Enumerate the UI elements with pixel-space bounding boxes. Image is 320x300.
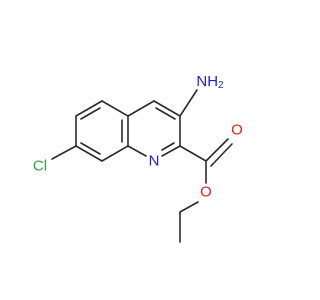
- bond-c4-c3: [153, 100, 181, 117]
- ring-nitrogen-label: N: [149, 153, 160, 170]
- bond-n1-c8a: [127, 145, 147, 157]
- chemical-structure-diagram: NH2 N Cl O O: [33, 73, 243, 243]
- bond-c7-cl: [51, 145, 77, 160]
- bond-c4a-c4: [127, 100, 155, 117]
- bond-c3-amine: [179, 89, 198, 117]
- bond-c7-c8-inner: [80, 142, 101, 155]
- bond-c7-c8: [75, 145, 103, 162]
- bond-c4-c3-inner: [155, 107, 176, 120]
- amine-label: NH2: [196, 73, 224, 91]
- ester-oxygen-label: O: [200, 184, 212, 201]
- bond-c2-carbonyl: [179, 145, 207, 162]
- amine-main-label: NH: [196, 73, 218, 90]
- bond-c2-n1: [161, 145, 181, 157]
- bond-c5-c6: [75, 100, 103, 117]
- bond-c4a-c5: [101, 100, 129, 117]
- bond-ester-oxygen-ch2: [179, 201, 199, 213]
- bond-carbonyl-oxygen: [205, 138, 229, 162]
- bond-c2-n1-inner: [161, 142, 175, 151]
- chlorine-label: Cl: [33, 158, 47, 175]
- atom-label-group: NH2 N Cl O O: [33, 73, 243, 201]
- bond-c8-c8a: [101, 145, 129, 162]
- carbonyl-oxygen-label: O: [231, 122, 243, 139]
- bond-carbonyl-oxygen-double: [210, 143, 233, 167]
- bond-group: [51, 89, 233, 243]
- bond-c5-c6-inner: [80, 107, 101, 120]
- amine-subscript-label: 2: [218, 80, 224, 91]
